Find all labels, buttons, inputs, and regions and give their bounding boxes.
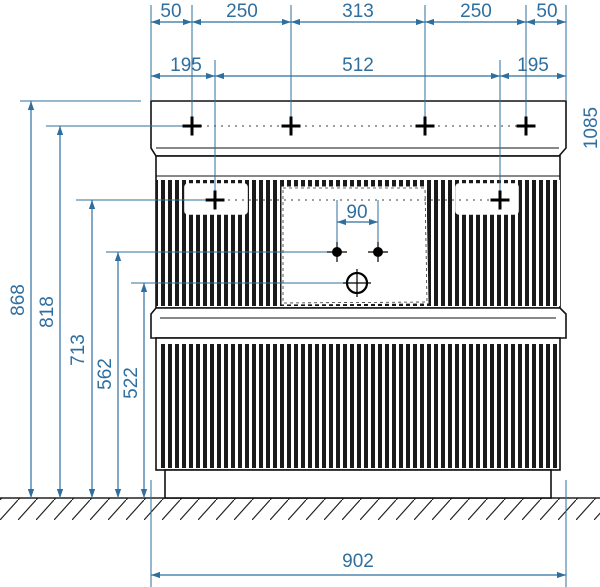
dim-second-1: 195 (170, 55, 202, 76)
dim-top-3: 313 (342, 1, 374, 22)
plinth (164, 469, 552, 499)
dimension-labels: 50 250 313 250 50 195 512 195 90 902 868… (8, 1, 600, 572)
mount-cross-icon (281, 116, 301, 136)
dim-second-2: 512 (342, 55, 374, 76)
mount-points (182, 116, 536, 210)
dim-inner: 90 (346, 202, 367, 223)
right-window (455, 183, 519, 215)
drain-icon (343, 269, 371, 297)
ground (0, 497, 600, 520)
dim-top-2: 250 (226, 1, 258, 22)
extension-lines (20, 5, 567, 587)
dimension-lines (27, 18, 566, 579)
dim-height-4: 562 (95, 358, 116, 390)
dim-height-2: 818 (37, 296, 58, 328)
dim-overall-width: 902 (342, 551, 374, 572)
dim-height-5: 522 (121, 367, 142, 399)
tap-hole-icon (368, 242, 388, 262)
dim-height-3: 713 (68, 334, 89, 366)
dim-top-5: 50 (536, 1, 557, 22)
dim-top-4: 250 (460, 1, 492, 22)
mount-cross-icon (182, 116, 202, 136)
tap-holes (327, 242, 388, 297)
dim-top-1: 50 (160, 1, 181, 22)
dim-height-1: 868 (8, 284, 29, 316)
dim-second-3: 195 (517, 55, 549, 76)
mount-cross-icon (205, 190, 225, 210)
tap-hole-icon (327, 242, 347, 262)
dim-cut-label: 1085 (581, 107, 600, 149)
cabinet (150, 100, 567, 499)
mount-cross-icon (490, 190, 510, 210)
mount-cross-icon (516, 116, 536, 136)
drawer-separator (150, 307, 567, 339)
mount-cross-icon (415, 116, 435, 136)
